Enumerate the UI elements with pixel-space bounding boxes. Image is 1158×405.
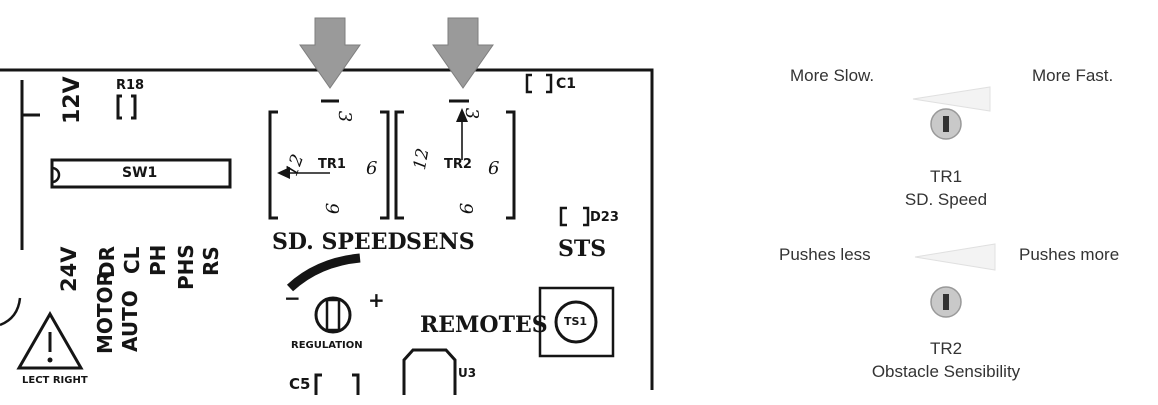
legend-tr1-right: More Fast. [1032, 66, 1114, 85]
tr1-hand-bottom: 9 [321, 202, 343, 215]
label-c5: C5 [289, 375, 311, 393]
label-remotes: REMOTES [420, 312, 548, 338]
regulation-arc [286, 253, 361, 292]
board-outline [0, 68, 654, 390]
tr2-hand-right: 6 [488, 158, 500, 179]
arrow-sens-icon [432, 17, 494, 89]
label-sd-speed: SD. SPEED [272, 229, 407, 255]
label-24v: 24V [57, 246, 81, 292]
tr2-knob-slot [943, 294, 949, 310]
tr1-outline [268, 110, 390, 220]
c1-outline [525, 73, 553, 94]
left-partial-circle [0, 297, 22, 327]
arrow-sd-speed-icon [299, 17, 361, 89]
left-bracket-top [20, 80, 40, 117]
tr2-hand-left: 12 [410, 146, 434, 172]
tr1-pointer-arrow-icon [277, 167, 290, 179]
label-u3: U3 [458, 366, 477, 380]
label-auto: AUTO [118, 290, 142, 352]
label-c1: C1 [556, 76, 577, 92]
label-dr: DR [95, 245, 119, 278]
legend-tr2-desc: Obstacle Sensibility [871, 362, 1021, 381]
tr2-scale-taper-icon [914, 243, 996, 271]
label-rs: RS [199, 246, 223, 276]
ts1-housing [538, 286, 615, 358]
label-regulation-minus: − [284, 286, 301, 310]
label-motor: MOTOR [93, 271, 117, 354]
tr2-hand-top: 3 [461, 107, 483, 120]
legend-tr2-left: Pushes less [779, 245, 871, 264]
label-ph: PH [146, 244, 170, 276]
label-d23: D23 [590, 210, 619, 225]
tr2-pointer-arrow-icon [456, 108, 468, 122]
tr1-hand-top: 3 [334, 110, 356, 123]
label-sens: SENS [406, 229, 475, 255]
legend-tr2-right: Pushes more [1019, 245, 1120, 264]
tr2-outline [394, 110, 516, 220]
regulation-knob-slot [325, 298, 341, 332]
tr1-scale-taper-icon [912, 86, 991, 112]
tr2-hand-bottom: 9 [455, 202, 477, 215]
label-ts1: TS1 [564, 315, 588, 328]
c5-outline [314, 373, 360, 395]
legend-tr2-name: TR2 [929, 339, 963, 358]
label-regulation: REGULATION [291, 340, 363, 351]
label-sts: STS [558, 236, 607, 262]
label-lect-right: LECT RIGHT [22, 375, 88, 386]
ts1-button-icon [554, 300, 598, 344]
sw1-outline [50, 158, 232, 189]
sw1-notch [51, 166, 61, 184]
u3-outline [402, 348, 457, 395]
warning-triangle-icon [16, 310, 84, 370]
label-sw1: SW1 [122, 165, 158, 181]
tr1-hand-right: 6 [366, 158, 378, 179]
label-cl: CL [120, 246, 144, 274]
label-tr2: TR2 [444, 157, 472, 172]
label-phs: PHS [174, 244, 198, 290]
label-regulation-plus: + [368, 288, 385, 312]
r18-outline [116, 94, 137, 120]
d23-outline [559, 206, 590, 227]
legend-tr1-left: More Slow. [790, 66, 875, 85]
label-r18: R18 [116, 78, 145, 93]
legend-tr1-name: TR1 [929, 167, 963, 186]
label-tr1: TR1 [318, 157, 346, 172]
tr1-knob-slot [943, 116, 949, 132]
label-12v: 12V [60, 76, 85, 124]
legend-tr1-desc: SD. Speed [904, 190, 988, 209]
